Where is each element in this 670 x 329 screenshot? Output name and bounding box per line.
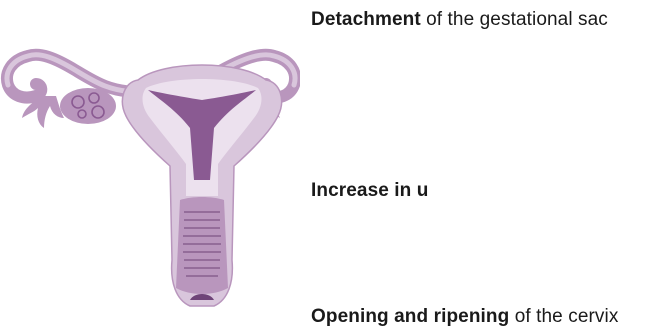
label-cervix-opening: Opening and ripening of the cervix [311,307,618,326]
label-detachment: Detachment of the gestational sac [311,10,608,29]
label-increase: Increase in u [311,181,428,200]
left-ovary [60,88,116,124]
uterus-illustration [0,0,300,329]
